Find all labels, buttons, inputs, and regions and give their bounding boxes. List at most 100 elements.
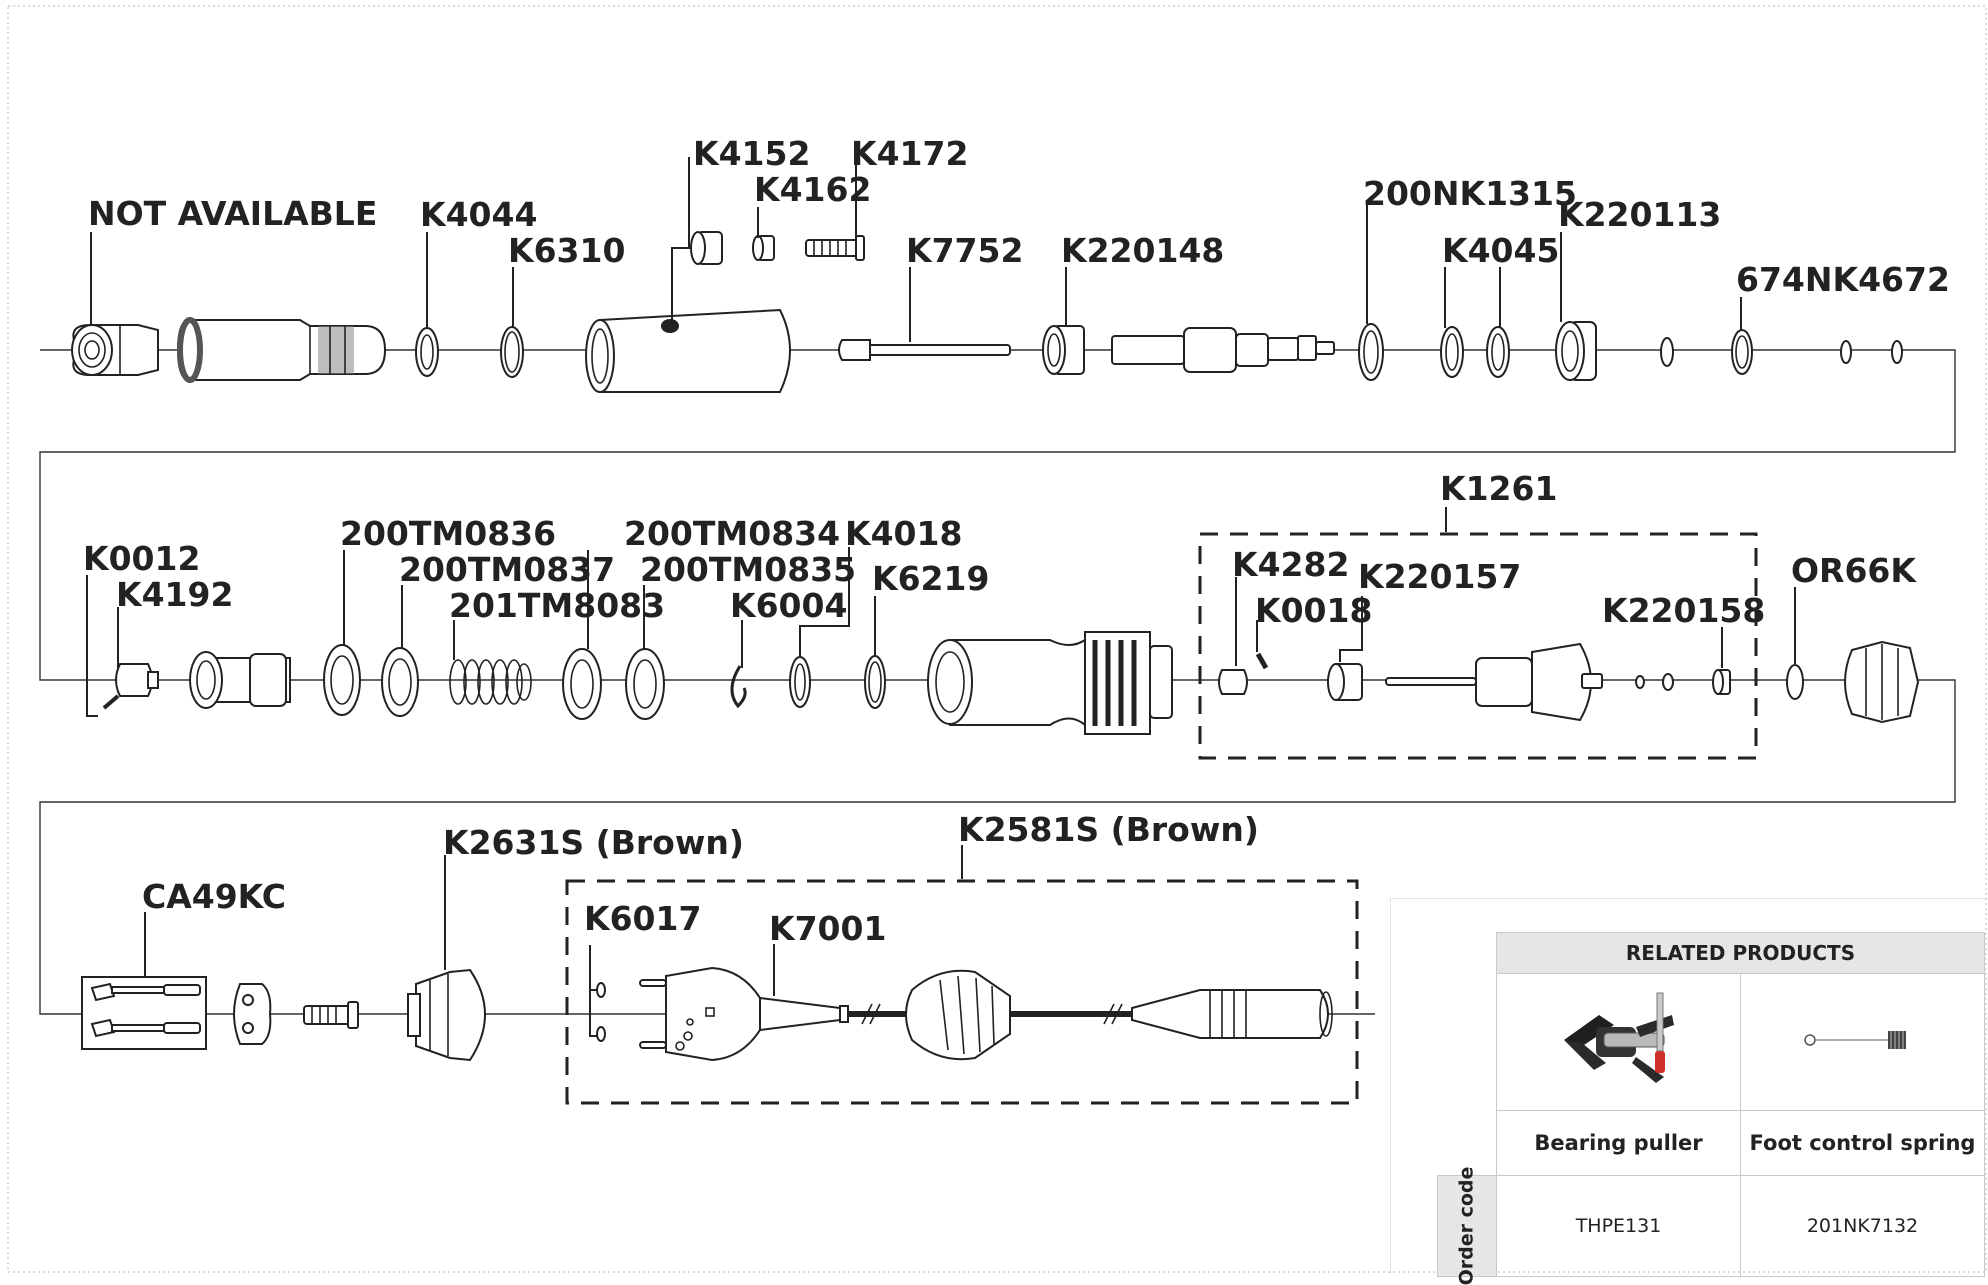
k1261-group-box (1198, 532, 1758, 760)
product-name-foot-control-spring[interactable]: Foot control spring (1740, 1110, 1985, 1176)
k4044-ring-part (415, 327, 439, 377)
nk1315-ring-part (1358, 323, 1384, 381)
k7752-spindle-part (838, 339, 1011, 361)
end-cap-part (1844, 640, 1920, 724)
k1261-small-ring-a (1635, 675, 1645, 689)
brush-screw-part (303, 1001, 359, 1029)
label-k4162: K4162 (754, 170, 871, 209)
k4152-bush-part (690, 231, 723, 265)
product-image-bearing-puller[interactable] (1496, 973, 1741, 1111)
cable-long-part (1010, 1003, 1132, 1025)
label-k4044: K4044 (420, 195, 537, 234)
label-k220148: K220148 (1061, 231, 1224, 270)
nk4672-ring-part (1731, 329, 1753, 375)
label-k4192: K4192 (116, 575, 233, 614)
small-ring-a-part (1660, 337, 1674, 367)
k6310-ring-part (500, 326, 524, 378)
label-k4172: K4172 (851, 134, 968, 173)
cable-part (848, 1003, 910, 1025)
ca49kc-brushes-part (81, 976, 207, 1050)
k1261-small-ring-b (1662, 673, 1674, 691)
rotor-shaft-part (1111, 327, 1335, 373)
k0012-collet-part (102, 663, 159, 710)
related-panel-frame (1390, 898, 1987, 1273)
related-products-header: RELATED PRODUCTS (1496, 932, 1985, 974)
label-200nk1315: 200NK1315 (1363, 174, 1577, 213)
label-200tm0834: 200TM0834 (624, 514, 840, 553)
k7001-plug-part (639, 966, 849, 1062)
k2631s-connector-part (407, 968, 486, 1062)
k6004-circlip-part (730, 665, 747, 709)
tm0836-washer-part (323, 644, 361, 716)
k2581s-group-box (565, 879, 1359, 1105)
k6219-ring-part (864, 655, 886, 709)
brush-holder-part (233, 983, 272, 1045)
label-200tm0837: 200TM0837 (399, 550, 615, 589)
k4018-ring-part (789, 656, 811, 708)
k4045-ring-a-part (1440, 326, 1464, 378)
small-ring-b-part (1840, 340, 1852, 364)
conical-housing-part (585, 308, 791, 393)
k6017-pin-b-part (596, 1026, 606, 1042)
product-code-foot-control-spring: 201NK7132 (1740, 1175, 1985, 1277)
label-k6004: K6004 (730, 586, 847, 625)
product-image-foot-control-spring[interactable] (1740, 973, 1985, 1111)
diagram-frame (7, 5, 1987, 1273)
row2-leaders (86, 507, 1796, 717)
bearing-puller-icon (1563, 992, 1674, 1083)
tm0837-washer-part (381, 647, 419, 717)
k4172-screw-part (805, 235, 865, 261)
tm0834-washer-part (562, 648, 602, 720)
related-products-table: RELATED PRODUCTS (1437, 932, 1985, 1285)
label-k2581s: K2581S (Brown) (958, 810, 1259, 849)
label-k7001: K7001 (769, 909, 886, 948)
cable-end-part (1131, 989, 1333, 1039)
label-k6310: K6310 (508, 231, 625, 270)
label-k4282: K4282 (1232, 545, 1349, 584)
outer-sleeve-part (176, 317, 387, 383)
label-ca49kc: CA49KC (142, 877, 286, 916)
motor-housing-part (927, 631, 1173, 735)
product-code-bearing-puller: THPE131 (1496, 1175, 1741, 1277)
label-200tm0835: 200TM0835 (640, 550, 856, 589)
k220148-bearing-part (1042, 325, 1085, 375)
label-201tm8083: 201TM8083 (449, 586, 665, 625)
label-200tm0836: 200TM0836 (340, 514, 556, 553)
tm8083-spring-part (449, 659, 532, 705)
nose-cap-part (71, 324, 159, 376)
k220158-bearing-part (1712, 669, 1731, 695)
k4045-ring-b-part (1486, 326, 1510, 378)
spring-icon (1803, 1031, 1906, 1049)
related-products-panel: RELATED PRODUCTS (1390, 898, 1988, 1285)
label-k4045: K4045 (1442, 231, 1559, 270)
k220113-bearing-part (1555, 321, 1597, 381)
part-labels: NOT AVAILABLE K4044 K6310 K4152 K4162 K4… (83, 134, 1950, 948)
k220157-bush-part (1327, 663, 1363, 701)
chuck-body-part (189, 651, 291, 709)
tm0835-washer-part (625, 648, 665, 720)
k1261-rotor-part (1385, 642, 1603, 722)
k4282-collet-part (1218, 669, 1248, 695)
label-k6017: K6017 (584, 899, 701, 938)
label-674nk4672: 674NK4672 (1736, 260, 1950, 299)
label-k1261: K1261 (1440, 469, 1557, 508)
label-k2631s: K2631S (Brown) (443, 823, 744, 862)
product-name-bearing-puller[interactable]: Bearing puller (1496, 1110, 1741, 1176)
label-not-available: NOT AVAILABLE (88, 194, 377, 233)
label-k220158: K220158 (1602, 591, 1765, 630)
row1-leaders (90, 157, 1742, 342)
label-k0018: K0018 (1255, 591, 1372, 630)
label-k6219: K6219 (872, 559, 989, 598)
label-k7752: K7752 (906, 231, 1023, 270)
label-k4018: K4018 (845, 514, 962, 553)
order-code-row-label: Order code (1437, 1167, 1497, 1285)
label-or66k: OR66K (1791, 551, 1917, 590)
or66k-ring-part (1786, 664, 1804, 700)
k4162-bush-part (752, 235, 775, 261)
label-k220113: K220113 (1558, 195, 1721, 234)
label-k220157: K220157 (1358, 557, 1521, 596)
k0018-pin-part (1255, 652, 1269, 670)
label-k4152: K4152 (693, 134, 810, 173)
row3-leaders (144, 845, 963, 1037)
